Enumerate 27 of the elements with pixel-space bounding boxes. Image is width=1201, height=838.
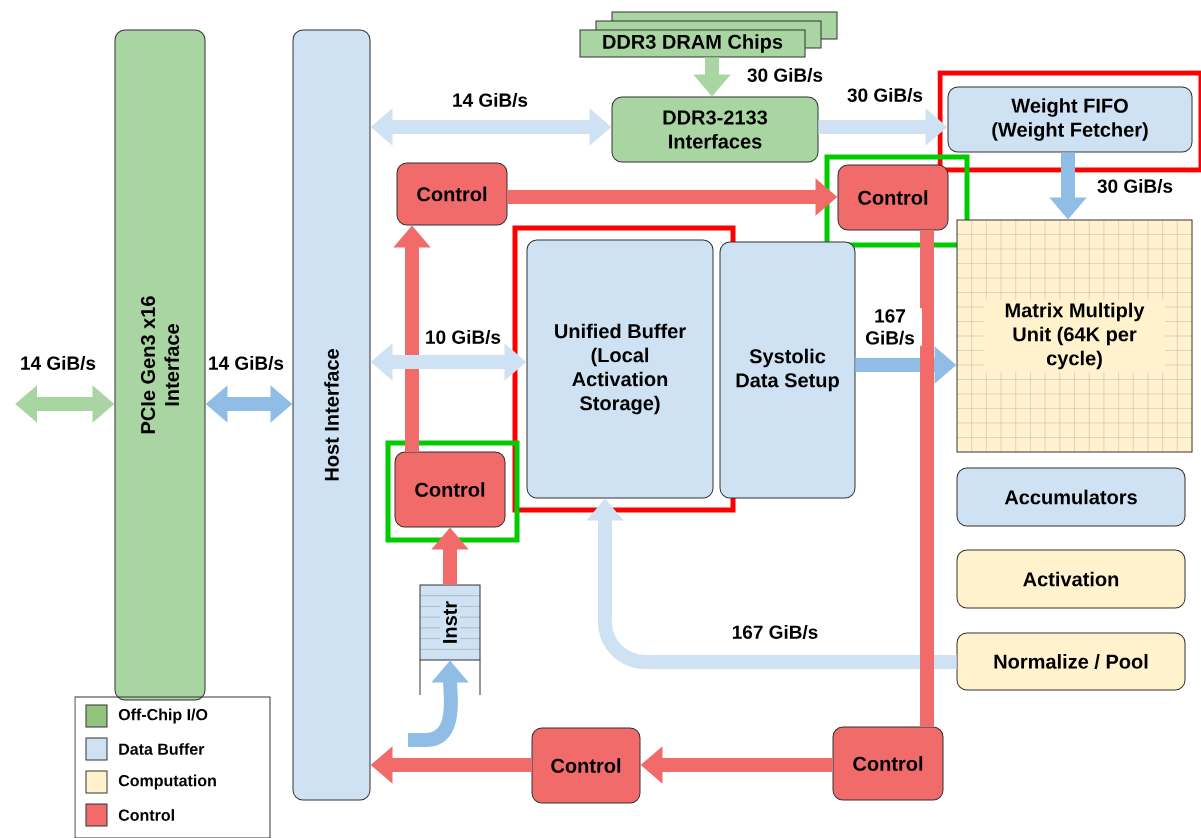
legend-label: Control [118,809,174,821]
legend-label: Off-Chip I/O [118,708,208,724]
control-box: Control [531,727,641,804]
process-box: Normalize / Pool [956,632,1186,691]
edge-label: 167 GiB/s [730,623,820,641]
edge-label: 14 GiB/s [19,354,97,372]
edge-label: 30 GiB/s [746,66,825,84]
edge-label: 14 GiB/s [451,91,530,109]
edge-label: 10 GiB/s [424,328,503,346]
interface-bar: PCIe Gen3 x16 Interface [114,29,206,701]
legend-label: Data Buffer [119,743,205,755]
process-box: Unified Buffer (Local Activation Storage) [526,239,714,499]
stacked-chips: DDR3 DRAM Chips [579,11,838,58]
process-box: Activation [956,549,1186,609]
edge-label: 167 GiB/s [858,308,922,346]
process-box: Systolic Data Setup [719,241,856,499]
grid-block: Matrix Multiply Unit (64K per cycle) [956,219,1193,453]
process-box: Accumulators [956,467,1186,527]
edge-label: 30 GiB/s [846,86,925,104]
edge-label: 14 GiB/s [207,354,285,372]
control-box: Control [832,726,944,801]
control-box: Control [394,451,506,528]
connector-bar [920,230,934,727]
interface-bar: Host Interface [292,29,371,801]
instruction-queue: Instr [419,584,481,696]
edge-label: 30 GiB/s [1096,177,1175,195]
legend-label: Computation [118,774,216,790]
